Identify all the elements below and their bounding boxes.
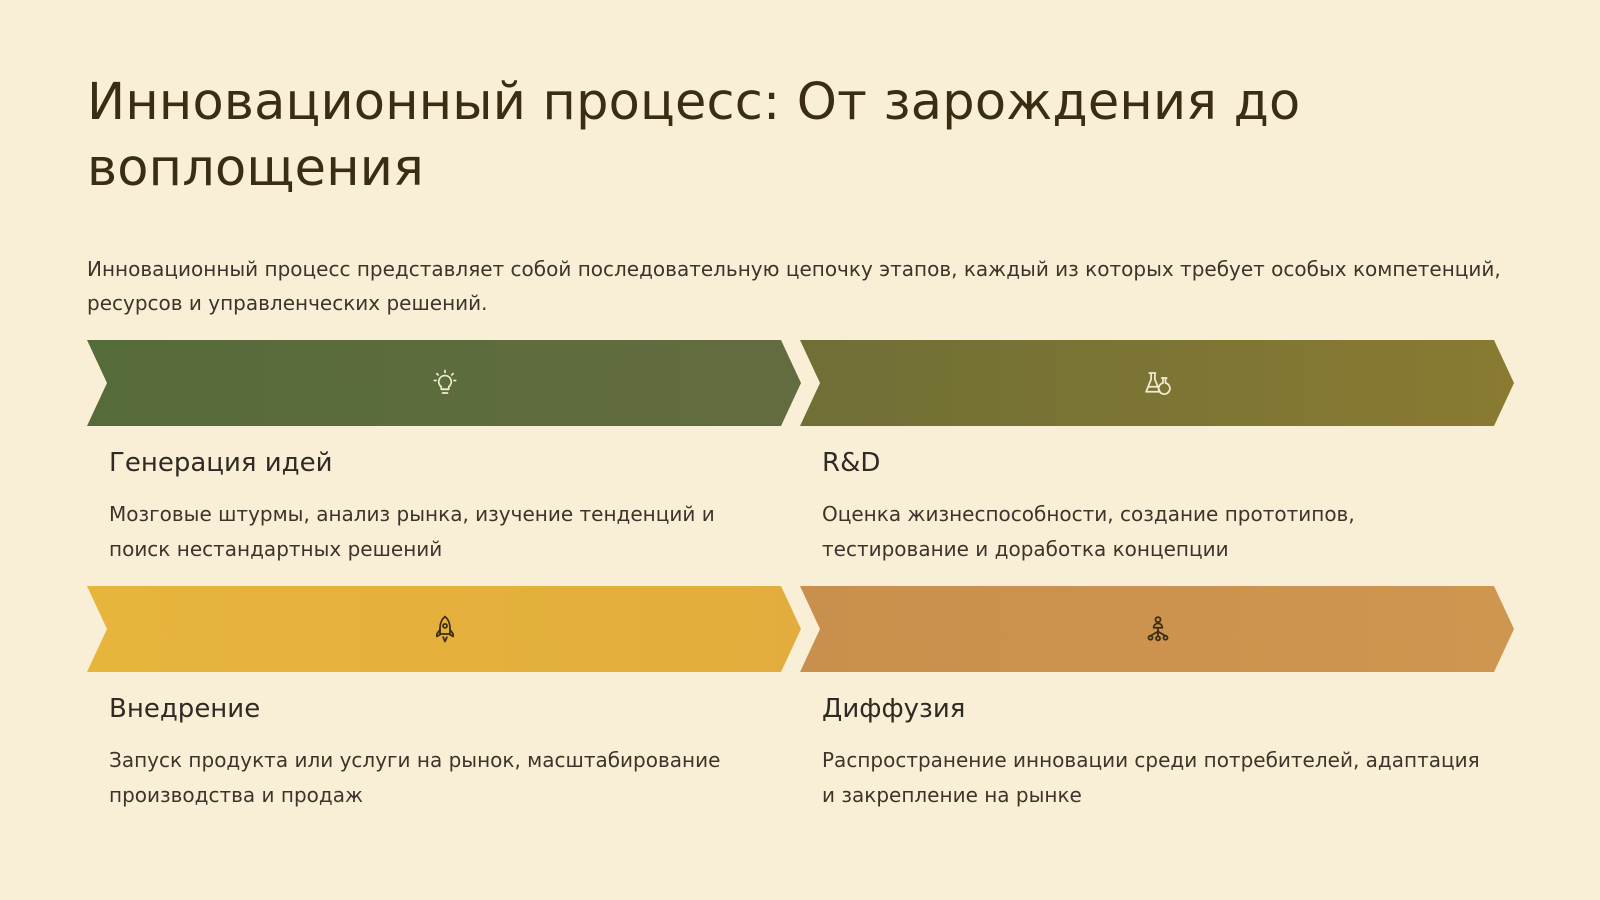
process-stages: Генерация идей Мозговые штурмы, анализ р… [87, 340, 1514, 820]
stage-description: Мозговые штурмы, анализ рынка, изучение … [109, 502, 715, 561]
stage-description: Оценка жизнеспособности, создание протот… [822, 502, 1355, 561]
stage-description: Распространение инновации среди потребит… [822, 748, 1480, 807]
stage-idea-generation: Генерация идей Мозговые штурмы, анализ р… [87, 340, 801, 580]
stage-banner [87, 586, 801, 672]
network-user-icon [1141, 612, 1175, 646]
stage-title: R&D [822, 448, 881, 478]
intro-text: Инновационный процесс представляет собой… [87, 257, 1501, 315]
stage-implementation: Внедрение Запуск продукта или услуги на … [87, 586, 801, 826]
stage-banner [87, 340, 801, 426]
flask-icon [1141, 366, 1175, 400]
lightbulb-icon [428, 366, 462, 400]
stage-banner [800, 340, 1514, 426]
stage-title: Внедрение [109, 694, 261, 724]
stage-banner [800, 586, 1514, 672]
stage-title: Диффузия [822, 694, 966, 724]
stage-description: Запуск продукта или услуги на рынок, мас… [109, 748, 721, 807]
stage-diffusion: Диффузия Распространение инновации среди… [800, 586, 1514, 826]
rocket-icon [428, 612, 462, 646]
page-title: Инновационный процесс: От зарождения до … [87, 73, 1301, 198]
stage-title: Генерация идей [109, 448, 333, 478]
stage-rnd: R&D Оценка жизнеспособности, создание пр… [800, 340, 1514, 580]
